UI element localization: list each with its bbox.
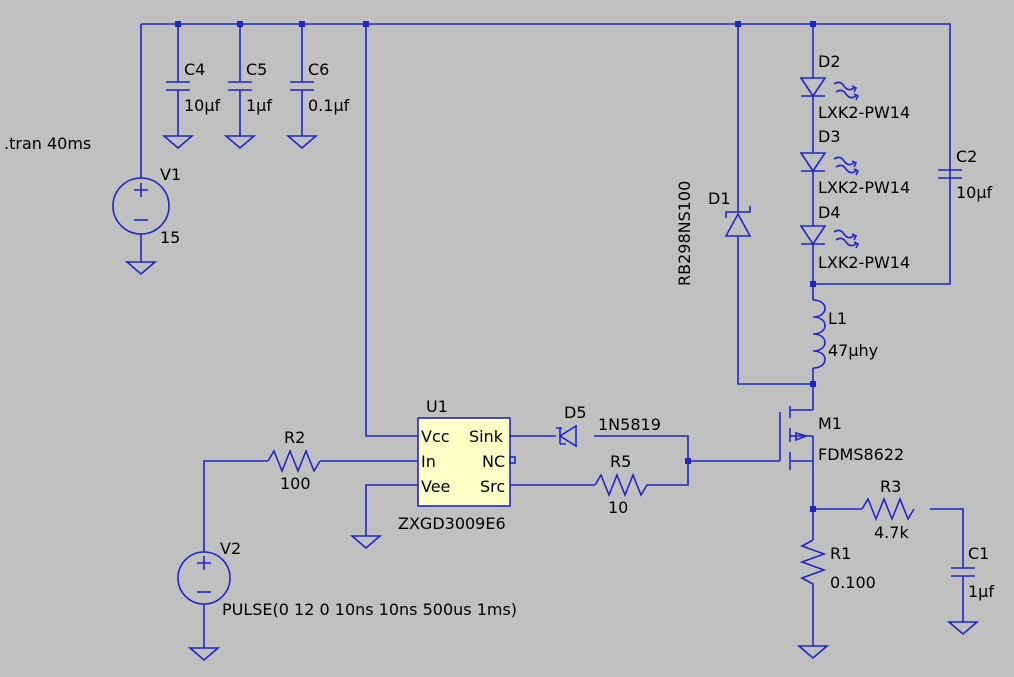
r5-value: 10	[608, 498, 628, 517]
u1-pin-sink: Sink	[469, 427, 504, 446]
u1-pin-in: In	[421, 452, 436, 471]
r2-value: 100	[280, 474, 311, 493]
c1-value: 1µf	[968, 582, 994, 601]
d1-value: RB298NS100	[675, 181, 694, 286]
u1-pin-src: Src	[480, 477, 505, 496]
nc-pin	[509, 456, 516, 464]
ground-icon	[285, 135, 319, 150]
plus-icon	[197, 556, 211, 570]
r1-ref: R1	[830, 544, 851, 563]
r5-ref: R5	[610, 452, 631, 471]
c5-ref: C5	[246, 60, 267, 79]
l1-ref: L1	[828, 309, 847, 328]
ground-icon	[349, 535, 383, 550]
spice-directive[interactable]: .tran 40ms	[4, 134, 91, 153]
ground-icon	[187, 647, 221, 662]
m1-ref: M1	[818, 414, 842, 433]
ground-icon	[796, 645, 830, 660]
r3-value: 4.7k	[874, 523, 909, 542]
v1-source[interactable]: V1 15	[112, 165, 181, 247]
ground-icon	[124, 261, 158, 276]
d1-ref: D1	[708, 189, 731, 208]
u1-pin-vee: Vee	[421, 477, 450, 496]
r3-resistor[interactable]: R3 4.7k	[861, 477, 915, 542]
c4-ref: C4	[184, 60, 205, 79]
light-emission-icon	[833, 156, 860, 176]
plus-icon	[134, 183, 148, 197]
u1-pin-nc: NC	[482, 452, 505, 471]
d2-led[interactable]: D2 LXK2-PW14	[799, 52, 910, 122]
r2-resistor[interactable]: R2 100	[267, 428, 321, 493]
ground-icon	[161, 135, 195, 150]
junction-dots	[175, 21, 816, 512]
c2-ref: C2	[956, 147, 977, 166]
ground-icon	[946, 621, 980, 636]
c4-value: 10µf	[184, 96, 221, 115]
m1-value: FDMS8622	[818, 445, 904, 464]
c5-capacitor[interactable]: C5 1µf	[228, 60, 272, 115]
r1-value: 0.100	[830, 573, 876, 592]
d1-diode[interactable]: D1 RB298NS100	[675, 181, 752, 286]
u1-pin-vcc: Vcc	[421, 427, 450, 446]
ground-symbols	[124, 135, 980, 662]
d5-value: 1N5819	[598, 415, 661, 434]
wires	[140, 23, 964, 648]
c5-value: 1µf	[246, 96, 272, 115]
d4-led[interactable]: D4 LXK2-PW14	[799, 203, 910, 272]
d2-value: LXK2-PW14	[818, 103, 910, 122]
d2-ref: D2	[818, 52, 841, 71]
r3-ref: R3	[880, 477, 901, 496]
v1-value: 15	[160, 228, 180, 247]
m1-mosfet[interactable]: M1 FDMS8622	[779, 406, 904, 470]
c2-value: 10µf	[956, 183, 993, 202]
d3-led[interactable]: D3 LXK2-PW14	[799, 127, 910, 197]
u1-gate-driver[interactable]: U1 Vcc In Vee Sink NC Src ZXGD3009E6	[398, 397, 516, 533]
light-emission-icon	[833, 229, 860, 249]
r1-resistor[interactable]: R1 0.100	[799, 539, 876, 592]
u1-value: ZXGD3009E6	[398, 514, 506, 533]
v2-source[interactable]: V2 PULSE(0 12 0 10ns 10ns 500us 1ms)	[177, 539, 517, 619]
c4-capacitor[interactable]: C4 10µf	[166, 60, 221, 115]
d3-value: LXK2-PW14	[818, 178, 910, 197]
light-emission-icon	[833, 81, 860, 101]
c1-capacitor[interactable]: C1 1µf	[951, 544, 994, 601]
d5-diode[interactable]: D5 1N5819	[556, 403, 661, 448]
r2-ref: R2	[284, 428, 305, 447]
u1-ref: U1	[426, 397, 448, 416]
c2-capacitor[interactable]: C2 10µf	[938, 147, 993, 202]
d5-ref: D5	[564, 403, 587, 422]
d4-ref: D4	[818, 203, 841, 222]
v1-ref: V1	[160, 165, 181, 184]
l1-value: 47µhy	[828, 341, 878, 360]
v2-ref: V2	[220, 539, 241, 558]
d4-value: LXK2-PW14	[818, 253, 910, 272]
r5-resistor[interactable]: R5 10	[594, 452, 660, 517]
c6-capacitor[interactable]: C6 0.1µf	[290, 60, 350, 115]
d3-ref: D3	[818, 127, 841, 146]
ground-icon	[223, 135, 257, 150]
c1-ref: C1	[968, 544, 989, 563]
c6-ref: C6	[308, 60, 329, 79]
l1-inductor[interactable]: L1 47µhy	[812, 299, 878, 369]
v2-value: PULSE(0 12 0 10ns 10ns 500us 1ms)	[222, 600, 517, 619]
c6-value: 0.1µf	[308, 96, 350, 115]
